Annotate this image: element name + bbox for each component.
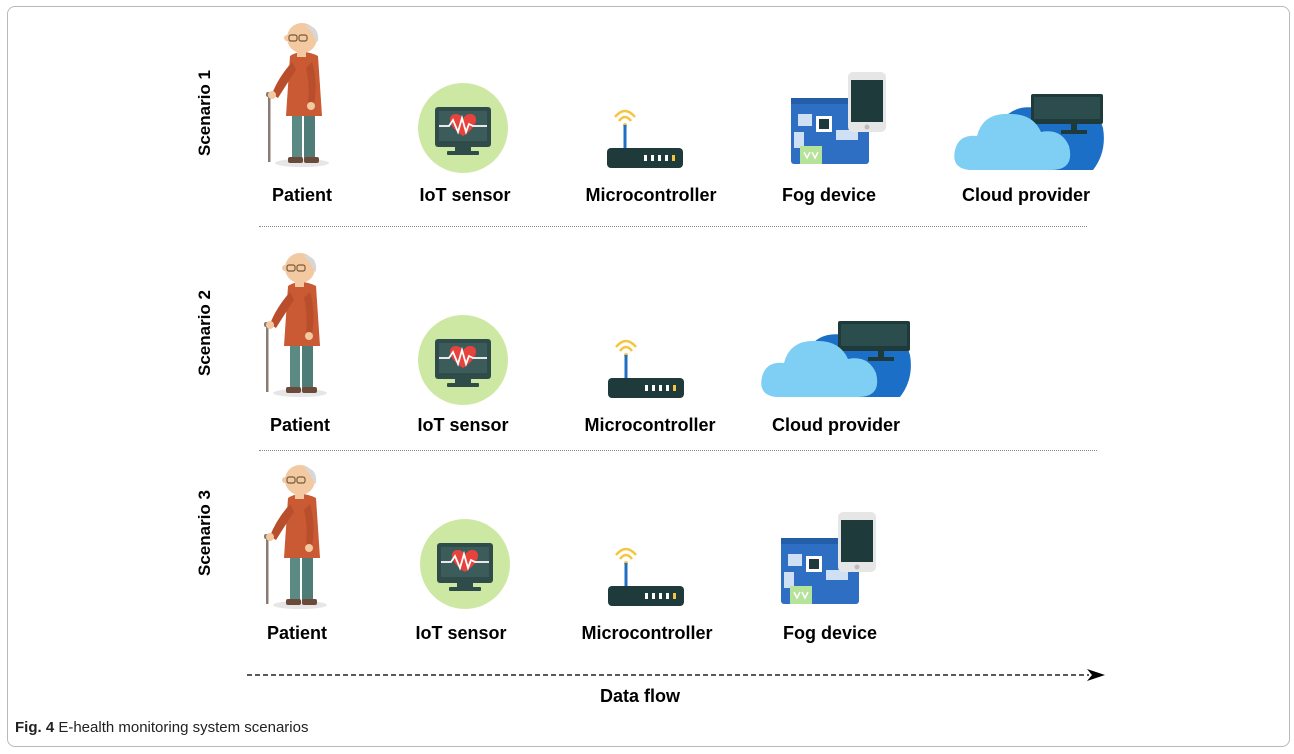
iot-sensor-icon	[418, 83, 508, 173]
data-flow-label: Data flow	[599, 686, 681, 706]
scenario-divider	[259, 450, 1097, 451]
caption-text: E-health monitoring system scenarios	[58, 719, 309, 736]
patient-icon	[264, 253, 327, 397]
scenario-1-label: Scenario 1	[195, 70, 214, 156]
node-label-iot-sensor: IoT sensor	[417, 415, 509, 435]
patient-icon	[264, 465, 327, 609]
cloud-provider-icon	[954, 94, 1104, 170]
fog-device-icon	[781, 512, 876, 604]
figure-number: Fig. 4	[15, 719, 55, 736]
iot-sensor-icon	[418, 315, 508, 405]
figure-caption: Fig. 4 E-health monitoring system scenar…	[15, 719, 308, 736]
node-label-iot-sensor: IoT sensor	[419, 185, 511, 205]
iot-sensor-icon	[420, 519, 510, 609]
router-icon	[608, 547, 684, 606]
router-icon	[608, 339, 684, 398]
node-label-microcontroller: Microcontroller	[584, 415, 716, 435]
node-label-fog-device: Fog device	[781, 185, 877, 205]
node-label-cloud-provider: Cloud provider	[961, 185, 1091, 205]
router-icon	[607, 109, 683, 168]
node-label-fog-device: Fog device	[782, 623, 878, 643]
node-label-cloud-provider: Cloud provider	[771, 415, 901, 435]
node-label-microcontroller: Microcontroller	[585, 185, 717, 205]
node-label-microcontroller: Microcontroller	[581, 623, 713, 643]
fog-device-icon	[791, 72, 886, 164]
figure-frame	[7, 6, 1290, 747]
cloud-provider-icon	[761, 321, 911, 397]
patient-icon	[266, 23, 329, 167]
node-label-iot-sensor: IoT sensor	[415, 623, 507, 643]
scenario-3-label: Scenario 3	[195, 490, 214, 576]
data-flow-arrow	[247, 669, 1105, 681]
node-label-patient: Patient	[269, 415, 331, 435]
node-label-patient: Patient	[266, 623, 328, 643]
scenario-2-label: Scenario 2	[195, 290, 214, 376]
node-label-patient: Patient	[271, 185, 333, 205]
scenario-divider	[259, 226, 1087, 227]
